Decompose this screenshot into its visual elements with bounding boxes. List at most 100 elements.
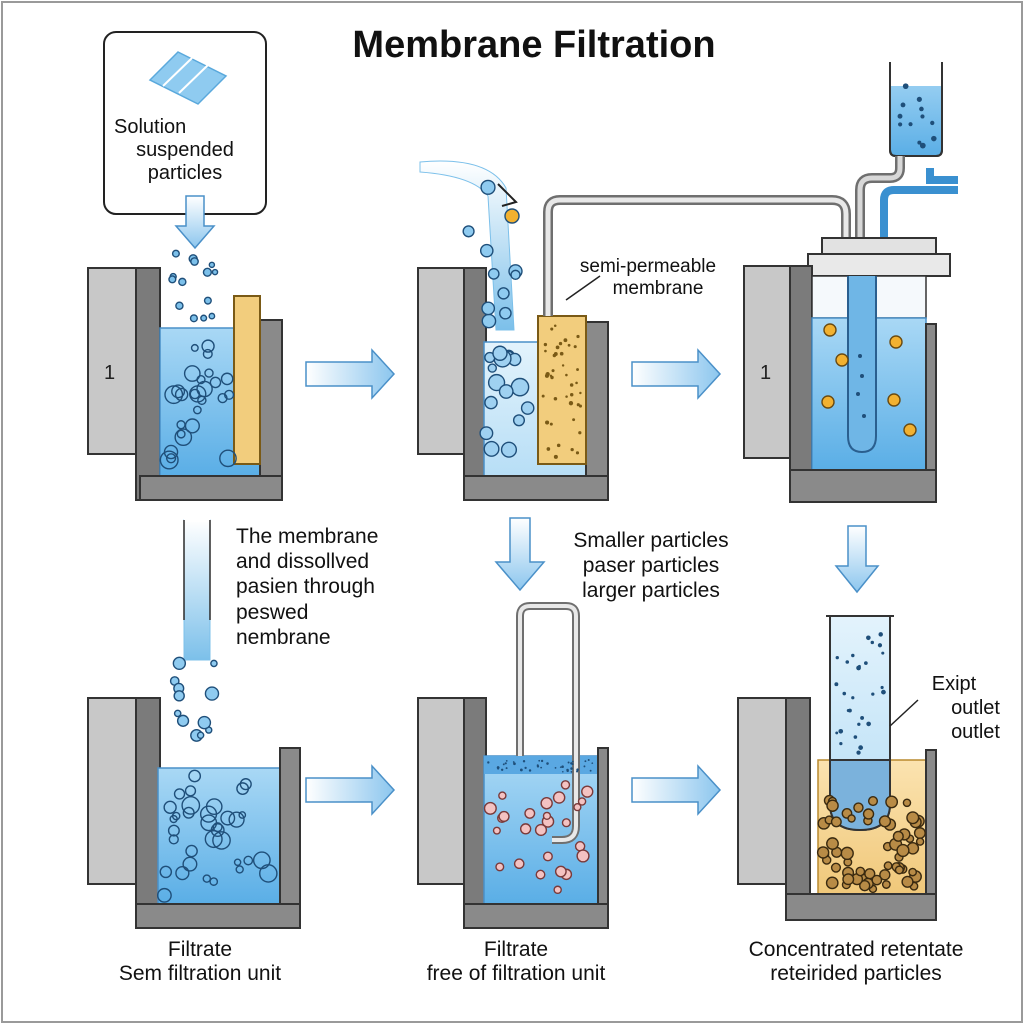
speck <box>502 763 505 766</box>
speck <box>575 381 578 385</box>
speck <box>591 762 594 765</box>
bubble <box>182 856 198 872</box>
particle <box>847 814 856 823</box>
bubble <box>192 405 202 415</box>
diagram-title: Membrane Filtration <box>352 24 716 66</box>
particle <box>894 865 904 875</box>
particle <box>835 353 849 367</box>
bubble <box>197 715 212 730</box>
particle <box>877 643 883 648</box>
bubble <box>205 798 223 816</box>
unit-1-bubbles <box>159 339 237 470</box>
bubble <box>510 377 530 397</box>
bubble <box>174 387 189 402</box>
particle <box>864 661 868 665</box>
speck <box>528 769 532 772</box>
speck <box>570 447 574 452</box>
flow-arrow-2 <box>631 348 722 400</box>
bubble <box>184 418 200 434</box>
particle <box>838 728 844 734</box>
particle <box>853 735 858 739</box>
unit-3-housing <box>743 62 958 503</box>
inner-tube <box>847 276 877 454</box>
speck <box>559 766 562 768</box>
particle <box>931 135 937 142</box>
particle <box>190 257 199 266</box>
middle-text-center: Smaller particles paser particles larger… <box>556 528 746 604</box>
particle <box>851 653 855 658</box>
particle <box>483 801 497 815</box>
particle <box>908 867 918 877</box>
particle <box>878 815 892 828</box>
particle <box>535 869 546 880</box>
speck <box>551 369 555 373</box>
left-descending-stream <box>183 519 211 661</box>
bubble <box>235 865 244 874</box>
particle <box>492 826 501 835</box>
speck <box>546 447 551 451</box>
speck <box>565 395 568 398</box>
particle <box>203 296 212 305</box>
particle <box>573 803 582 812</box>
speck <box>570 393 574 397</box>
speck <box>578 404 582 408</box>
unit-1-housing <box>87 267 283 501</box>
speck <box>578 431 582 435</box>
particle <box>866 721 871 727</box>
bubble <box>173 709 182 718</box>
particle <box>495 862 505 872</box>
bubble <box>167 824 180 837</box>
bubble <box>212 831 231 850</box>
speck <box>561 364 565 367</box>
speck <box>575 451 580 455</box>
speck <box>540 759 544 763</box>
speck <box>563 338 568 343</box>
speck <box>567 761 570 764</box>
particle <box>853 802 864 813</box>
caption-left: Filtrate Sem filtration unit <box>90 938 310 986</box>
sample-icon <box>148 51 228 105</box>
bubble <box>238 811 247 819</box>
particle <box>867 795 879 807</box>
bubble <box>481 313 497 329</box>
particle <box>202 267 213 277</box>
speck <box>524 766 527 770</box>
particle <box>889 335 903 349</box>
bubble <box>176 714 190 727</box>
speck <box>549 374 553 378</box>
particle <box>915 837 925 846</box>
particle <box>896 843 910 858</box>
particle <box>842 691 847 696</box>
particle <box>519 823 532 835</box>
bubble <box>172 656 187 671</box>
particle <box>845 660 850 664</box>
particle <box>189 314 198 323</box>
particle <box>879 869 891 881</box>
speck <box>550 327 554 331</box>
particle <box>846 708 850 713</box>
particle <box>859 880 871 892</box>
particle <box>908 122 913 127</box>
speck <box>573 345 577 349</box>
particle <box>561 818 571 828</box>
speck <box>561 765 564 768</box>
bubble <box>487 363 497 373</box>
middle-left-line-3: pasien through <box>236 575 375 599</box>
speck <box>519 768 523 772</box>
particle <box>560 780 571 790</box>
bubble <box>484 395 498 410</box>
unit-3-particles <box>821 323 917 437</box>
unit-4-housing <box>87 697 301 929</box>
speck <box>538 759 541 762</box>
unit-1-falling-particles <box>168 249 219 323</box>
unit-6-housing <box>737 615 937 921</box>
unit-4-bubbles <box>156 656 278 903</box>
bubble <box>520 401 535 415</box>
bubble <box>202 874 212 883</box>
particle <box>823 323 837 337</box>
particle <box>883 861 893 871</box>
middle-left-line-5: nembrane <box>236 625 331 649</box>
speck <box>553 397 558 401</box>
middle-left-line-4: peswed <box>236 600 309 624</box>
bubble <box>483 440 500 457</box>
